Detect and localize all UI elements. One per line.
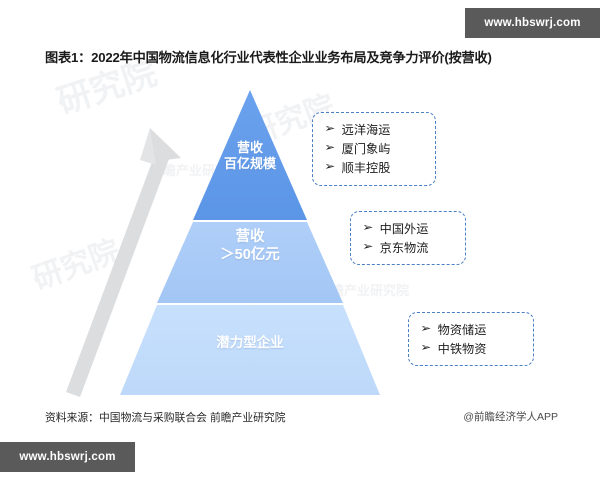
watermark-badge-top-right: www.hbswrj.com — [465, 8, 600, 38]
callout-item: ➢ 中铁物资 — [420, 339, 523, 358]
callout-box-tier-bottom: ➢ 物资储运 ➢ 中铁物资 — [408, 312, 534, 367]
arrow-bullet-icon: ➢ — [362, 221, 374, 234]
callout-item: ➢ 厦门象屿 — [324, 139, 425, 158]
arrow-bullet-icon: ➢ — [324, 142, 336, 155]
callout-item: ➢ 远洋海运 — [324, 120, 425, 139]
pyramid-graphic — [66, 90, 380, 397]
chart-title: 图表1：2022年中国物流信息化行业代表性企业业务布局及竞争力评价(按营收) — [45, 50, 492, 65]
arrow-bullet-icon: ➢ — [362, 241, 374, 254]
callout-box-tier-top: ➢ 远洋海运 ➢ 厦门象屿 ➢ 顺丰控股 — [312, 112, 436, 186]
pyramid-tier-middle — [157, 222, 343, 303]
callout-item: ➢ 京东物流 — [362, 238, 455, 257]
tier-middle-line1: 营收 — [235, 229, 265, 245]
tier-top-line1: 营收 — [236, 140, 263, 155]
company-name: 厦门象屿 — [341, 141, 391, 156]
arrow-bullet-icon: ➢ — [420, 322, 432, 335]
tier-label-top: 营收 百亿规模 — [195, 140, 305, 173]
tier-bottom-line1: 潜力型企业 — [216, 335, 284, 350]
tier-middle-line2: ＞50亿元 — [220, 247, 280, 264]
attribution-note: @前瞻经济学人APP — [463, 411, 558, 423]
arrow-bullet-icon: ➢ — [324, 122, 336, 135]
company-name: 京东物流 — [379, 240, 429, 255]
tier-top-line2: 百亿规模 — [223, 156, 276, 172]
source-note: 资料来源：中国物流与采购联合会 前瞻产业研究院 — [45, 412, 286, 424]
callout-item: ➢ 顺丰控股 — [324, 158, 425, 177]
pyramid-tier-bottom — [120, 305, 380, 395]
callout-item: ➢ 中国外运 — [362, 219, 455, 238]
tier-label-middle: 营收 ＞50亿元 — [180, 228, 320, 264]
watermark-badge-bottom-left: www.hbswrj.com — [0, 442, 135, 472]
tier-label-bottom: 潜力型企业 — [170, 335, 330, 352]
growth-arrow-icon — [66, 128, 181, 397]
callout-box-tier-middle: ➢ 中国外运 ➢ 京东物流 — [350, 211, 466, 266]
company-name: 中国外运 — [379, 221, 429, 236]
arrow-bullet-icon: ➢ — [324, 161, 336, 174]
company-name: 顺丰控股 — [341, 160, 391, 175]
company-name: 物资储运 — [437, 322, 487, 337]
company-name: 中铁物资 — [437, 341, 487, 356]
company-name: 远洋海运 — [341, 122, 391, 137]
pyramid-tier-top — [193, 90, 307, 220]
pyramid-diagram: 营收 百亿规模 营收 ＞50亿元 潜力型企业 ➢ 远洋海运 ➢ 厦门象屿 ➢ 顺… — [0, 80, 600, 400]
callout-item: ➢ 物资储运 — [420, 320, 523, 339]
arrow-bullet-icon: ➢ — [420, 342, 432, 355]
